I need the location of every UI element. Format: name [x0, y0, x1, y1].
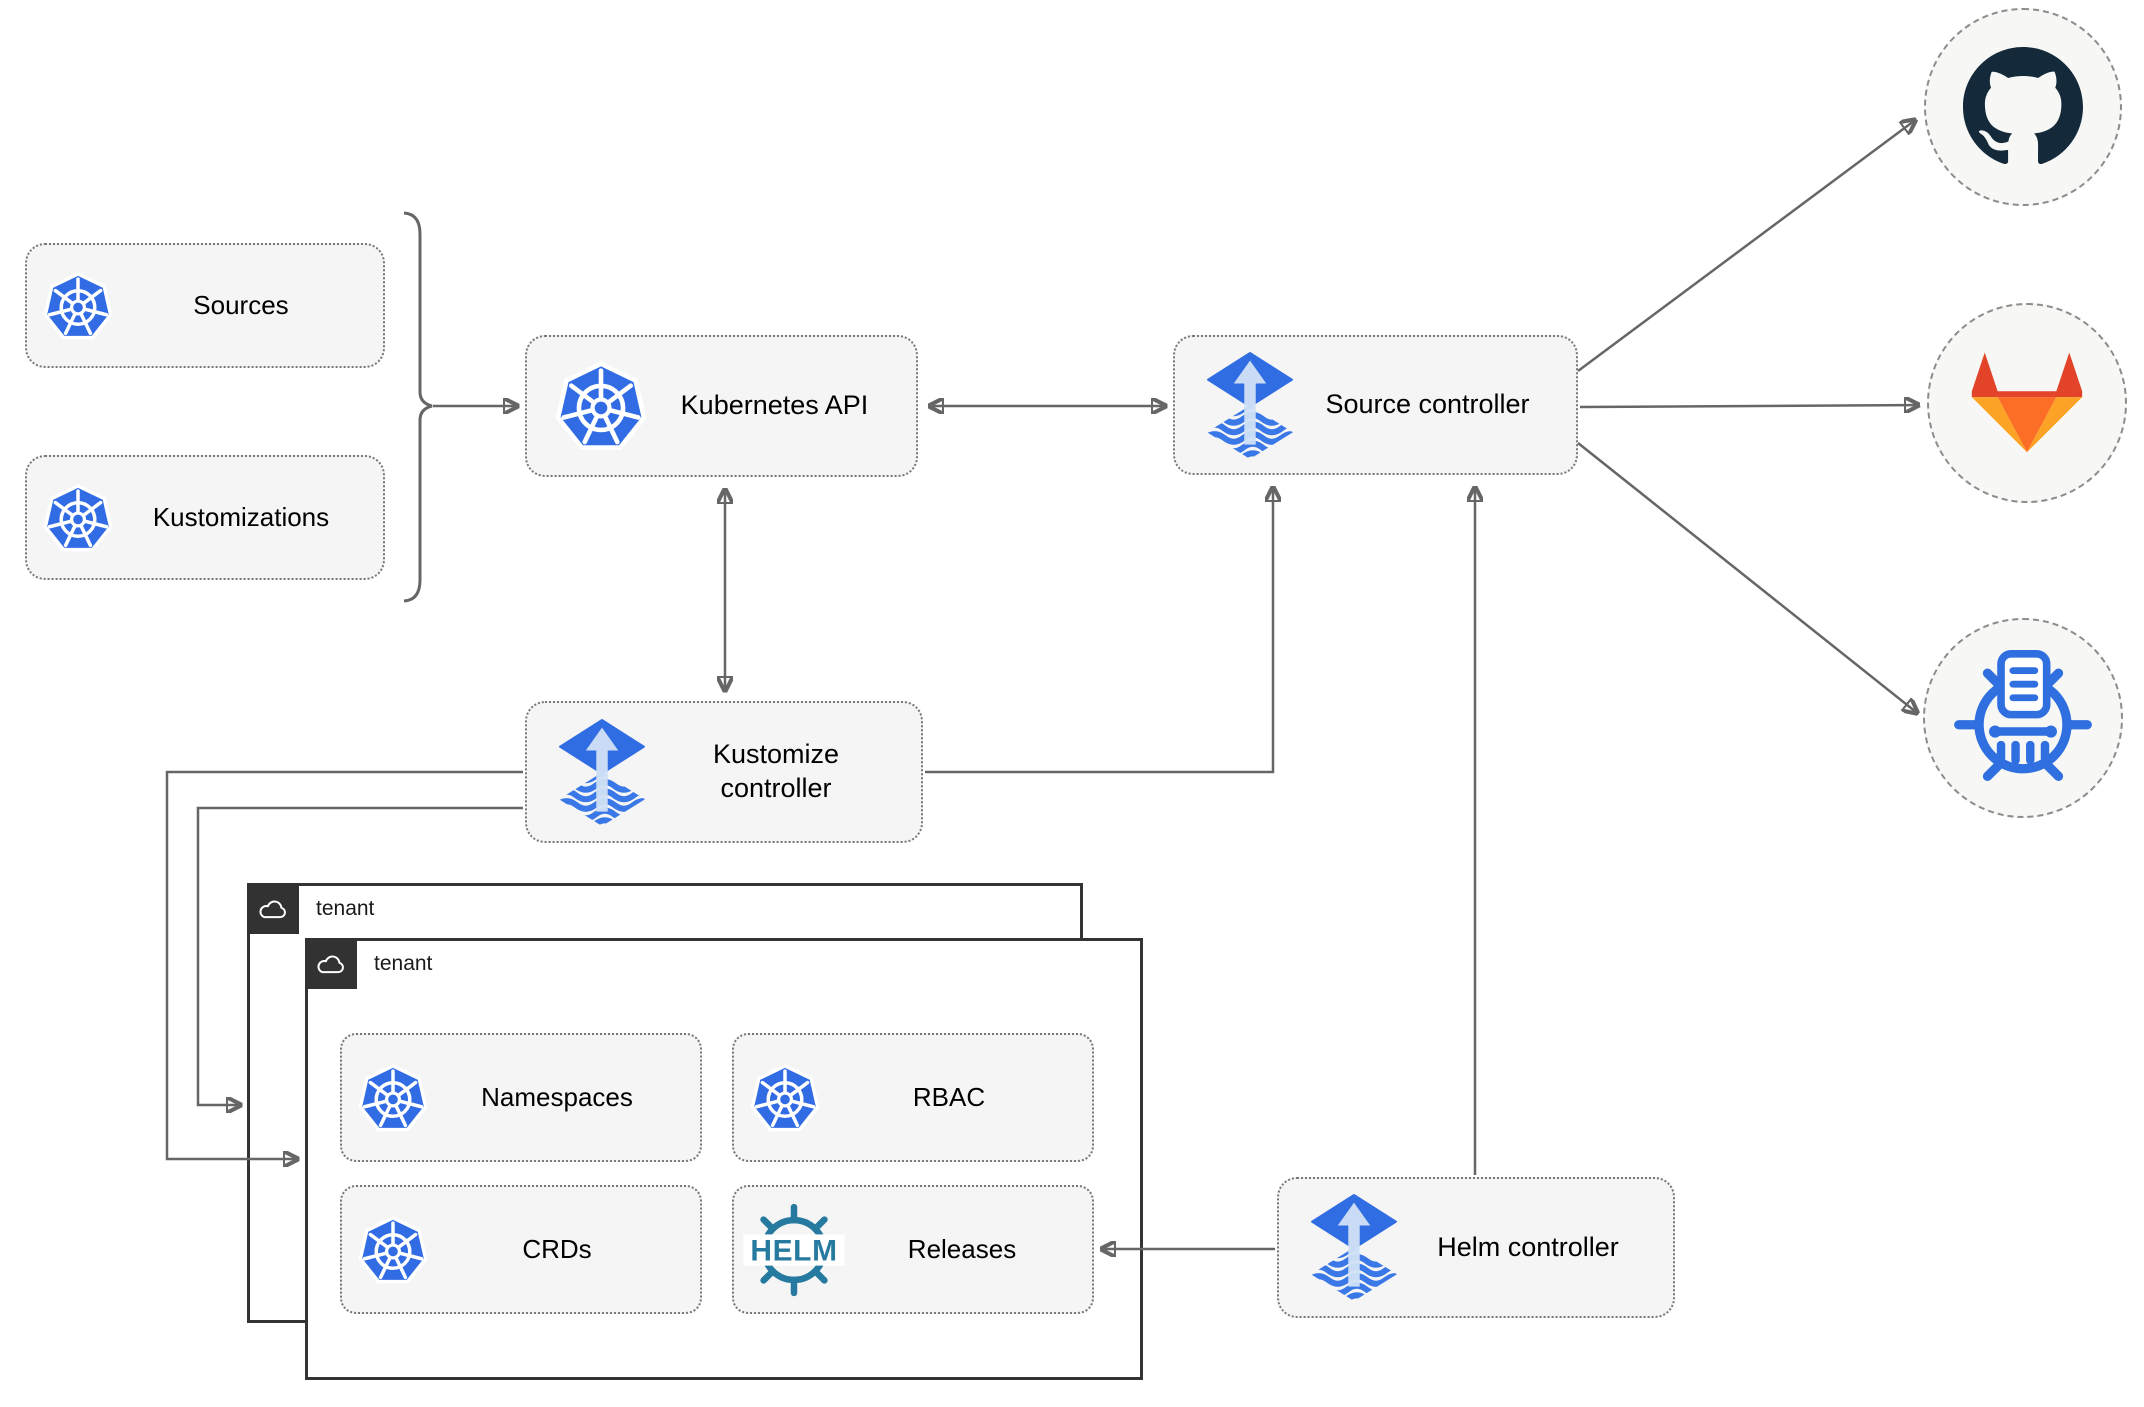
kubernetes-icon	[555, 360, 647, 452]
node-kustomize-controller: Kustomize controller	[525, 701, 923, 843]
chartmuseum-icon	[1952, 647, 2094, 789]
node-helm-controller: Helm controller	[1277, 1177, 1675, 1318]
tenant-label: tenant	[316, 897, 375, 920]
kubernetes-icon	[750, 1063, 820, 1133]
remote-gitlab	[1927, 303, 2127, 503]
cloud-icon	[314, 952, 348, 976]
connector-kustomize-to-source-controller	[925, 489, 1273, 774]
remote-chartmuseum	[1923, 618, 2123, 818]
brace-sources-group	[403, 211, 433, 603]
flux-icon	[1311, 1194, 1397, 1301]
connector-source-to-gitlab	[1579, 405, 1917, 407]
node-sources: Sources	[25, 243, 385, 368]
node-rbac: RBAC	[732, 1033, 1094, 1162]
node-label: Kubernetes API	[680, 390, 869, 421]
gitlab-icon	[1968, 349, 2086, 457]
node-label: Sources	[193, 290, 289, 321]
node-label: CRDs	[522, 1234, 592, 1265]
node-label: Namespaces	[481, 1082, 633, 1113]
tenant-box-front: tenant Namespaces RBAC CRDs Releases	[305, 938, 1143, 1380]
node-crds: CRDs	[340, 1185, 702, 1314]
helm-icon	[742, 1198, 846, 1302]
node-label: Source controller	[1325, 389, 1530, 420]
kubernetes-icon	[358, 1063, 428, 1133]
node-label: Kustomize controller	[712, 739, 840, 803]
connector-source-to-github	[1577, 121, 1914, 373]
node-label: Kustomizations	[152, 502, 330, 533]
flux-icon	[1207, 352, 1293, 459]
kubernetes-icon	[358, 1215, 428, 1285]
remote-github	[1924, 8, 2122, 206]
kubernetes-icon	[43, 483, 113, 553]
node-kubernetes-api: Kubernetes API	[525, 335, 918, 477]
node-kustomizations: Kustomizations	[25, 455, 385, 580]
node-source-controller: Source controller	[1173, 335, 1578, 475]
node-namespaces: Namespaces	[340, 1033, 702, 1162]
node-label: RBAC	[912, 1082, 986, 1113]
flux-icon	[559, 719, 645, 826]
node-label: Helm controller	[1437, 1231, 1619, 1262]
connector-source-to-chartmuseum	[1577, 442, 1916, 712]
node-label: Releases	[907, 1234, 1017, 1265]
node-releases: Releases	[732, 1185, 1094, 1314]
tenant-tab	[305, 938, 357, 989]
github-icon	[1963, 47, 2083, 167]
tenant-tab	[247, 883, 299, 934]
cloud-icon	[256, 897, 290, 921]
tenant-label: tenant	[374, 952, 433, 975]
kubernetes-icon	[43, 271, 113, 341]
